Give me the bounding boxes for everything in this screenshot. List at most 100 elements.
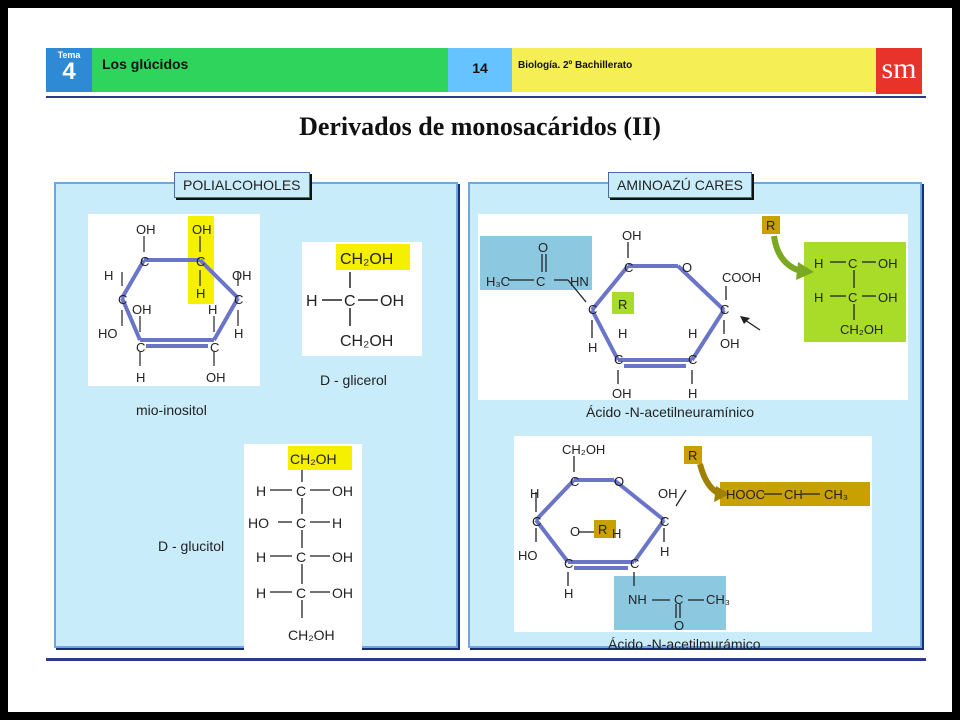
svg-text:C: C bbox=[344, 293, 356, 310]
svg-text:C: C bbox=[614, 352, 623, 367]
svg-text:O: O bbox=[674, 618, 684, 632]
svg-text:C: C bbox=[674, 592, 683, 607]
svg-text:OH: OH bbox=[136, 222, 156, 237]
svg-text:R: R bbox=[766, 218, 775, 233]
svg-text:H₃C: H₃C bbox=[486, 274, 510, 289]
svg-text:CH₃: CH₃ bbox=[824, 487, 848, 502]
svg-text:C: C bbox=[848, 256, 857, 271]
svg-text:C: C bbox=[848, 290, 857, 305]
caption-muramico: Ácido -N-acetilmurámico bbox=[608, 636, 761, 652]
svg-text:OH: OH bbox=[612, 386, 632, 400]
svg-text:O: O bbox=[682, 260, 692, 275]
svg-text:C: C bbox=[136, 340, 145, 355]
svg-text:H: H bbox=[136, 370, 145, 385]
svg-text:C: C bbox=[688, 352, 697, 367]
neuraminico-structure: OH O H₃C C HN C O C C R COOH H H H OH C C OH H R… bbox=[478, 214, 908, 401]
svg-text:OH: OH bbox=[332, 483, 353, 499]
svg-text:CH₂OH: CH₂OH bbox=[562, 442, 605, 457]
unit-title: Los glúcidos bbox=[102, 56, 189, 72]
svg-text:HO: HO bbox=[248, 515, 269, 531]
svg-text:H: H bbox=[814, 290, 823, 305]
svg-text:NH: NH bbox=[628, 592, 647, 607]
svg-text:COOH: COOH bbox=[722, 270, 761, 285]
svg-text:C: C bbox=[720, 302, 729, 317]
svg-text:OH: OH bbox=[192, 222, 212, 237]
svg-text:C: C bbox=[660, 514, 669, 529]
course-bar: Biología. 2º Bachillerato bbox=[512, 48, 876, 92]
svg-text:OH: OH bbox=[132, 302, 152, 317]
svg-text:H: H bbox=[530, 486, 539, 501]
svg-text:C: C bbox=[624, 260, 633, 275]
svg-text:C: C bbox=[532, 514, 541, 529]
svg-text:C: C bbox=[210, 340, 219, 355]
svg-text:CH₂OH: CH₂OH bbox=[290, 451, 337, 467]
slide-header: Tema 4 Los glúcidos 14 Biología. 2º Bach… bbox=[46, 48, 926, 94]
svg-text:H: H bbox=[814, 256, 823, 271]
svg-text:HO: HO bbox=[518, 548, 538, 563]
svg-text:H: H bbox=[256, 483, 266, 499]
svg-text:HN: HN bbox=[570, 274, 589, 289]
svg-text:OH: OH bbox=[658, 486, 678, 501]
svg-text:C: C bbox=[296, 515, 306, 531]
caption-mio-inositol: mio-inositol bbox=[136, 402, 207, 418]
svg-text:H: H bbox=[588, 340, 597, 355]
unit-title-bar: Los glúcidos bbox=[92, 48, 448, 92]
aminoazucares-tab: AMINOAZÚ CARES bbox=[608, 172, 753, 198]
course-title: Biología. 2º Bachillerato bbox=[518, 60, 633, 71]
svg-text:C: C bbox=[296, 585, 306, 601]
svg-text:OH: OH bbox=[878, 290, 898, 305]
svg-text:O: O bbox=[538, 240, 548, 255]
svg-text:H: H bbox=[618, 326, 627, 341]
svg-text:H: H bbox=[104, 268, 113, 283]
svg-text:R: R bbox=[618, 297, 627, 312]
svg-text:C: C bbox=[196, 254, 205, 269]
svg-text:C: C bbox=[630, 556, 639, 571]
svg-text:OH: OH bbox=[720, 336, 740, 351]
svg-text:C: C bbox=[588, 302, 597, 317]
svg-text:CH₂OH: CH₂OH bbox=[340, 251, 393, 268]
svg-text:C: C bbox=[564, 556, 573, 571]
svg-text:HOOC: HOOC bbox=[726, 487, 765, 502]
caption-glicerol: D - glicerol bbox=[320, 372, 387, 388]
svg-text:H: H bbox=[612, 526, 621, 541]
tema-label: Tema bbox=[57, 50, 81, 60]
svg-text:H: H bbox=[332, 515, 342, 531]
svg-text:H: H bbox=[234, 326, 243, 341]
svg-text:OH: OH bbox=[332, 549, 353, 565]
publisher-logo: sm bbox=[876, 48, 922, 94]
svg-text:H: H bbox=[208, 302, 217, 317]
svg-text:C: C bbox=[296, 483, 306, 499]
tema-badge: Tema 4 bbox=[46, 48, 92, 92]
polialcoholes-tab: POLIALCOHOLES bbox=[174, 172, 310, 198]
svg-text:C: C bbox=[140, 254, 149, 269]
footer-rule bbox=[46, 658, 926, 661]
svg-text:OH: OH bbox=[232, 268, 252, 283]
svg-text:R: R bbox=[598, 522, 607, 537]
svg-text:OH: OH bbox=[878, 256, 898, 271]
slide: Tema 4 Los glúcidos 14 Biología. 2º Bach… bbox=[8, 8, 952, 712]
svg-text:O: O bbox=[614, 474, 624, 489]
svg-text:CH₂OH: CH₂OH bbox=[288, 627, 335, 643]
svg-text:CH₂OH: CH₂OH bbox=[840, 322, 883, 337]
svg-text:H: H bbox=[688, 386, 697, 400]
svg-text:C: C bbox=[536, 274, 545, 289]
svg-text:H: H bbox=[688, 326, 697, 341]
svg-text:CH₃: CH₃ bbox=[706, 592, 730, 607]
svg-text:CH₂OH: CH₂OH bbox=[340, 333, 393, 350]
header-rule bbox=[46, 96, 926, 98]
svg-text:H: H bbox=[256, 585, 266, 601]
svg-text:OH: OH bbox=[380, 293, 404, 310]
caption-glucitol: D - glucitol bbox=[158, 538, 225, 554]
svg-text:H: H bbox=[196, 286, 205, 301]
svg-text:C: C bbox=[296, 549, 306, 565]
svg-text:H: H bbox=[660, 544, 669, 559]
svg-text:CH: CH bbox=[784, 487, 803, 502]
svg-text:C: C bbox=[570, 474, 579, 489]
svg-text:C: C bbox=[234, 292, 243, 307]
svg-text:OH: OH bbox=[206, 370, 226, 385]
svg-text:OH: OH bbox=[622, 228, 642, 243]
